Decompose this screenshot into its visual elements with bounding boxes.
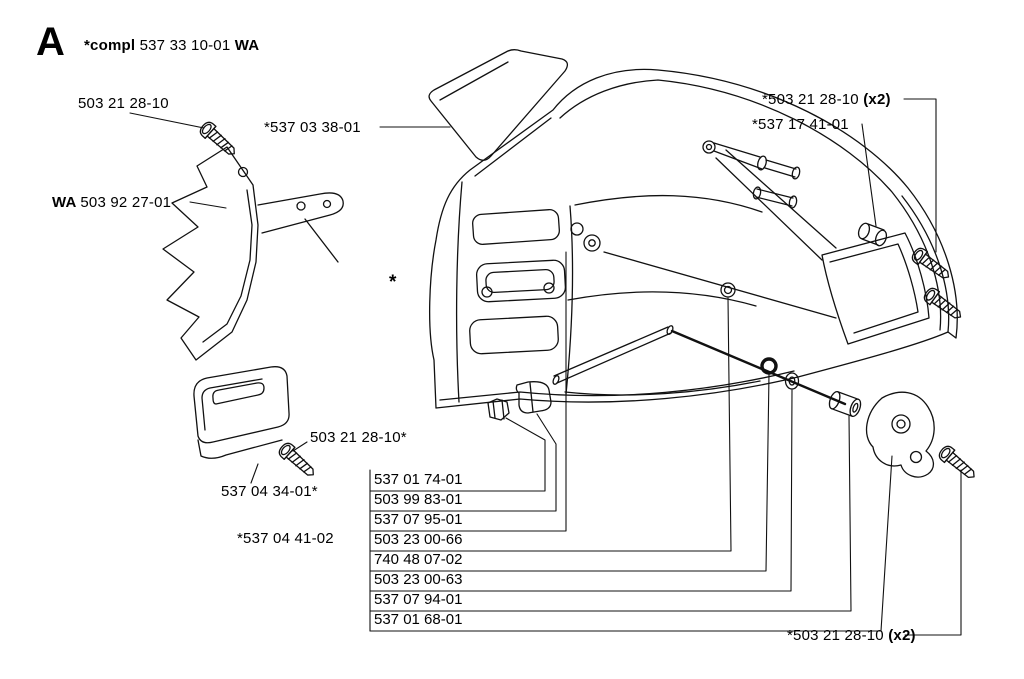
- part-number: 537 07 95-01: [374, 511, 463, 528]
- label-screws-top-right-qty: (x2): [863, 91, 891, 108]
- tensioner-assembly-drawing: [487, 251, 862, 421]
- label-screws-bottom-right: *503 21 28-10 (x2): [787, 627, 916, 644]
- label-brake-band: *537 17 41-01: [752, 116, 849, 133]
- clutch-cover-drawing: [428, 68, 958, 409]
- label-screws-top-right: *503 21 28-10 (x2): [762, 91, 891, 108]
- assembly-title-suffix: WA: [230, 37, 260, 54]
- adjuster-bracket-drawing: [865, 391, 980, 484]
- section-letter: A: [36, 20, 66, 64]
- assembly-title: *compl 537 33 10-01 WA: [84, 37, 259, 54]
- part-number: 537 07 94-01: [374, 591, 463, 608]
- assembly-title-number: 537 33 10-01: [139, 37, 231, 54]
- label-chain-catcher: 537 04 34-01*: [221, 483, 318, 500]
- label-cover-assembly: *537 04 41-02: [237, 530, 334, 547]
- part-number: 537 01 74-01: [374, 471, 463, 488]
- chain-catcher-drawing: [193, 366, 320, 482]
- label-screws-bottom-right-number: *503 21 28-10: [787, 627, 889, 644]
- assembly-title-prefix: *compl: [84, 37, 140, 54]
- label-screws-top-right-number: *503 21 28-10: [762, 91, 864, 108]
- part-number: 503 23 00-66: [374, 531, 463, 548]
- screw-icon: [197, 119, 241, 161]
- part-number: 537 01 68-01: [374, 611, 463, 628]
- label-felling-dog-prefix: WA: [52, 194, 81, 211]
- part-number: 503 99 83-01: [374, 491, 463, 508]
- screw-icon: [276, 440, 320, 482]
- label-screw-top-left: 503 21 28-10: [78, 95, 169, 112]
- leader-lines: [129, 98, 962, 636]
- label-felling-dog: WA 503 92 27-01: [52, 194, 171, 211]
- screw-icon: [936, 443, 980, 484]
- label-felling-dog-number: 503 92 27-01: [80, 194, 172, 211]
- part-number: 503 23 00-63: [374, 571, 463, 588]
- part-number: 740 48 07-02: [374, 551, 463, 568]
- brake-band-drawing: [715, 149, 966, 345]
- label-cover-asterisk: *: [389, 272, 397, 293]
- felling-dog-drawing: [162, 119, 344, 361]
- top-guard-drawing: [428, 49, 569, 161]
- part-list: 537 01 74-01 503 99 83-01 537 07 95-01 5…: [374, 470, 462, 630]
- label-top-guard: *537 03 38-01: [264, 119, 361, 136]
- label-screw-mid: 503 21 28-10*: [310, 429, 407, 446]
- label-screws-bottom-right-qty: (x2): [888, 627, 916, 644]
